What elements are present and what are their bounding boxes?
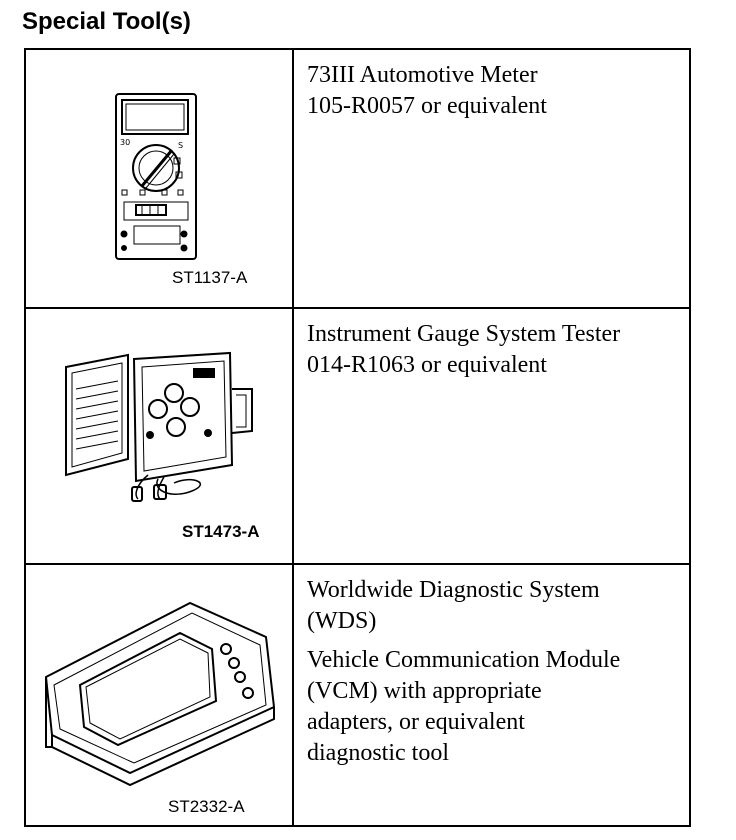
- tool-code: ST1473-A: [182, 522, 260, 541]
- svg-text:S: S: [178, 141, 183, 150]
- tool-code: ST2332-A: [168, 797, 245, 816]
- multimeter-icon: 30 S: [115, 93, 197, 260]
- tool-row-wds: ST2332-A Worldwide Diagnostic System (WD…: [26, 565, 689, 825]
- svg-text:30: 30: [120, 138, 130, 147]
- tool-name: 73III Automotive Meter: [307, 62, 538, 88]
- diagnostic-device-icon: [44, 601, 276, 787]
- tool-illustration-cell: ST2332-A: [26, 565, 294, 825]
- desc-line: (VCM) with appropriate: [307, 678, 542, 704]
- tool-illustration-cell: ST1473-A: [26, 309, 294, 563]
- tool-illustration-cell: 30 S ST1137-A: [26, 50, 294, 307]
- tool-name: Worldwide Diagnostic System: [307, 577, 600, 603]
- special-tools-table: 30 S ST1137-A 73III: [24, 48, 691, 827]
- tool-code: ST1137-A: [172, 268, 248, 287]
- tool-part-number: 105-R0057 or equivalent: [307, 93, 547, 119]
- tool-part-number: 014-R1063 or equivalent: [307, 352, 547, 378]
- tool-description: Instrument Gauge System Tester 014-R1063…: [294, 309, 689, 563]
- desc-line: diagnostic tool: [307, 740, 449, 766]
- tool-description: Worldwide Diagnostic System (WDS) Vehicl…: [294, 565, 689, 825]
- tool-name-abbrev: (WDS): [307, 608, 377, 634]
- tool-description: 73III Automotive Meter 105-R0057 or equi…: [294, 50, 689, 307]
- tool-name: Instrument Gauge System Tester: [307, 321, 621, 347]
- page-title: Special Tool(s): [22, 8, 191, 35]
- tool-row-gauge-tester: ST1473-A Instrument Gauge System Tester …: [26, 309, 689, 565]
- desc-line: Vehicle Communication Module: [307, 647, 621, 673]
- desc-line: adapters, or equivalent: [307, 709, 525, 735]
- gauge-tester-icon: [65, 351, 253, 502]
- tool-row-meter: 30 S ST1137-A 73III: [26, 50, 689, 309]
- tool-additional-description: Vehicle Communication Module (VCM) with …: [307, 645, 677, 769]
